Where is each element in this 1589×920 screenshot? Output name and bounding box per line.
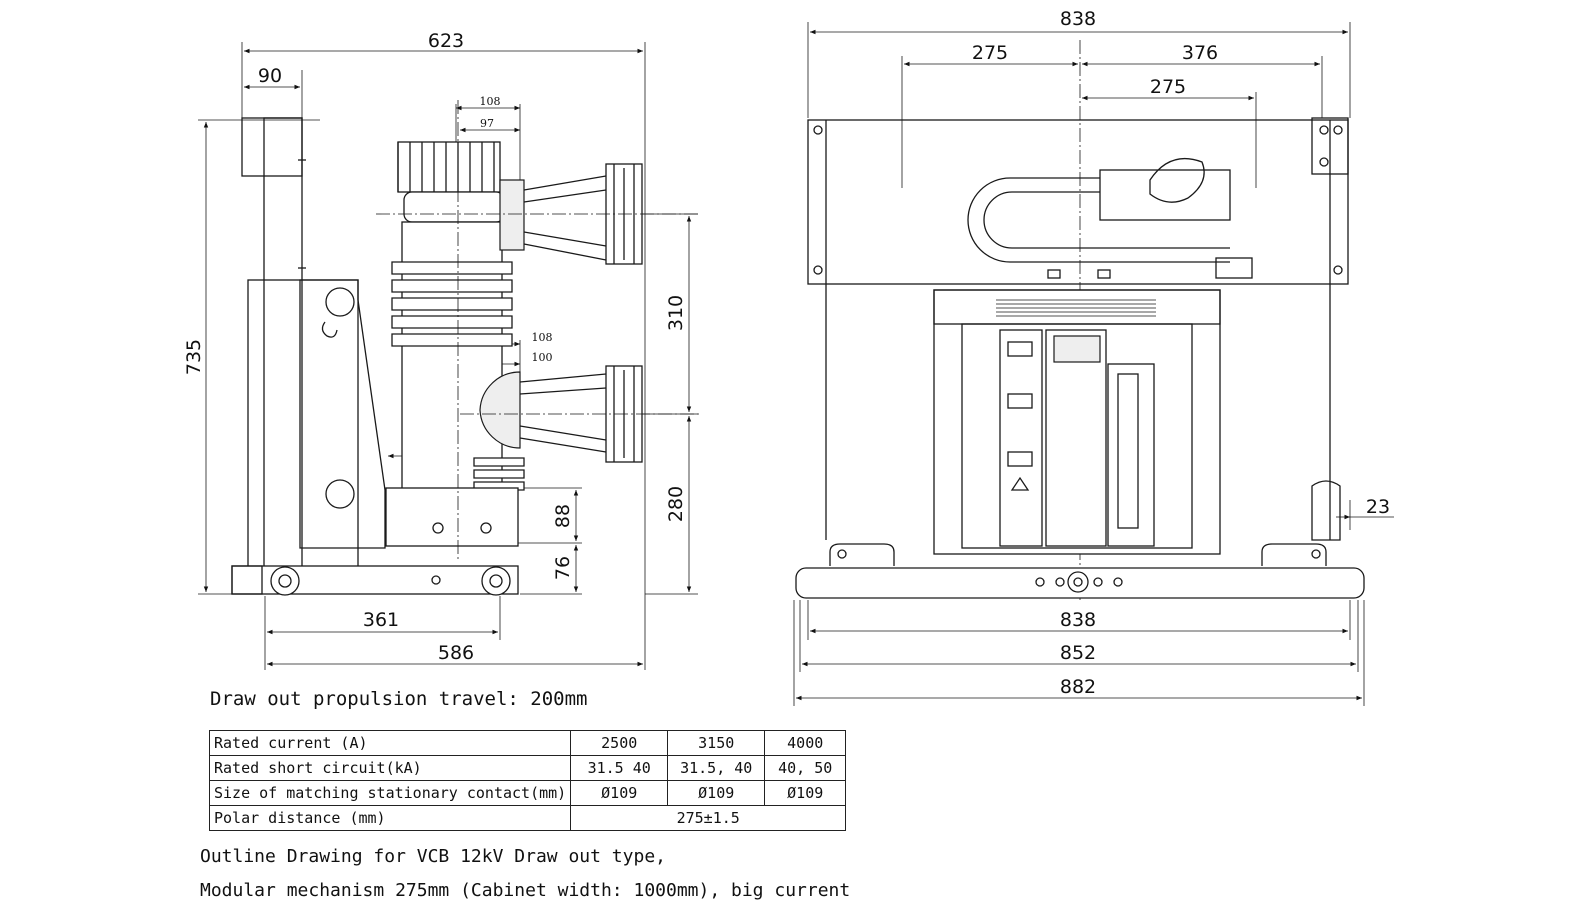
travel-note: Draw out propulsion travel: 200mm <box>210 688 588 710</box>
dim-90: 90 <box>258 65 282 87</box>
table-cell: Ø109 <box>764 780 847 806</box>
dim-76: 76 <box>552 556 574 580</box>
dim-852: 852 <box>1060 642 1096 664</box>
table-cell: 3150 <box>667 730 766 756</box>
dim-361: 361 <box>363 609 399 631</box>
dim-280: 280 <box>665 486 687 522</box>
dim-838-top: 838 <box>1060 8 1096 30</box>
side-view: 623 90 735 108 97 108 100 310 280 170 16… <box>183 30 700 670</box>
spec-table: Rated current (A) 2500 3150 4000 Rated s… <box>208 730 847 831</box>
dim-275-left: 275 <box>972 42 1008 64</box>
breaker-front-panel <box>933 289 1221 555</box>
lower-hole-icon <box>325 479 355 509</box>
dim-23: 23 <box>1366 496 1390 518</box>
table-cell: Ø109 <box>570 780 669 806</box>
row-label-contact-size: Size of matching stationary contact(mm) <box>208 780 572 806</box>
lower-terminal-arm <box>460 365 700 463</box>
dim-310: 310 <box>665 295 687 331</box>
top-bracket <box>241 117 303 177</box>
base-chassis <box>231 565 519 596</box>
table-cell: 4000 <box>764 730 847 756</box>
dim-882: 882 <box>1060 676 1096 698</box>
table-row: Size of matching stationary contact(mm) … <box>208 780 847 806</box>
table-row: Rated short circuit(kA) 31.5 40 31.5, 40… <box>208 755 847 781</box>
front-view: 838 275 376 275 <box>793 8 1394 706</box>
front-wheel-icon <box>481 566 511 596</box>
dim-100: 100 <box>532 351 553 364</box>
dim-97: 97 <box>480 117 494 130</box>
upper-terminal-arm <box>376 163 700 265</box>
table-cell: 31.5 40 <box>570 755 669 781</box>
dim-108-top: 108 <box>480 95 501 108</box>
cable-loop <box>967 177 1230 263</box>
dim-623: 623 <box>428 30 464 52</box>
table-cell: 40, 50 <box>764 755 847 781</box>
lift-hole-icon <box>325 287 355 317</box>
dim-88: 88 <box>552 504 574 528</box>
cabinet-frame <box>807 119 1349 285</box>
table-cell: 31.5, 40 <box>667 755 766 781</box>
dim-838-rail: 838 <box>1060 609 1096 631</box>
table-row: Polar distance (mm) 275±1.5 <box>208 805 847 831</box>
dim-376: 376 <box>1182 42 1218 64</box>
handle-bracket <box>1099 169 1231 221</box>
row-label-polar-distance: Polar distance (mm) <box>208 805 572 831</box>
row-label-rated-current: Rated current (A) <box>208 730 572 756</box>
rail-assembly <box>795 480 1365 599</box>
dim-735: 735 <box>183 339 205 375</box>
pole-column <box>385 100 525 560</box>
rear-wheel-icon <box>270 566 300 596</box>
caption-line-2: Modular mechanism 275mm (Cabinet width: … <box>200 880 851 901</box>
racking-shaft-icon <box>1067 571 1089 593</box>
row-label-short-circuit: Rated short circuit(kA) <box>208 755 572 781</box>
dim-108-lower: 108 <box>532 331 553 344</box>
caption-line-1: Outline Drawing for VCB 12kV Draw out ty… <box>200 846 666 867</box>
dim-275-inner: 275 <box>1150 76 1186 98</box>
table-cell-merged: 275±1.5 <box>570 805 847 831</box>
table-row: Rated current (A) 2500 3150 4000 <box>208 730 847 756</box>
table-cell: 2500 <box>570 730 669 756</box>
dim-586: 586 <box>438 642 474 664</box>
table-cell: Ø109 <box>667 780 766 806</box>
